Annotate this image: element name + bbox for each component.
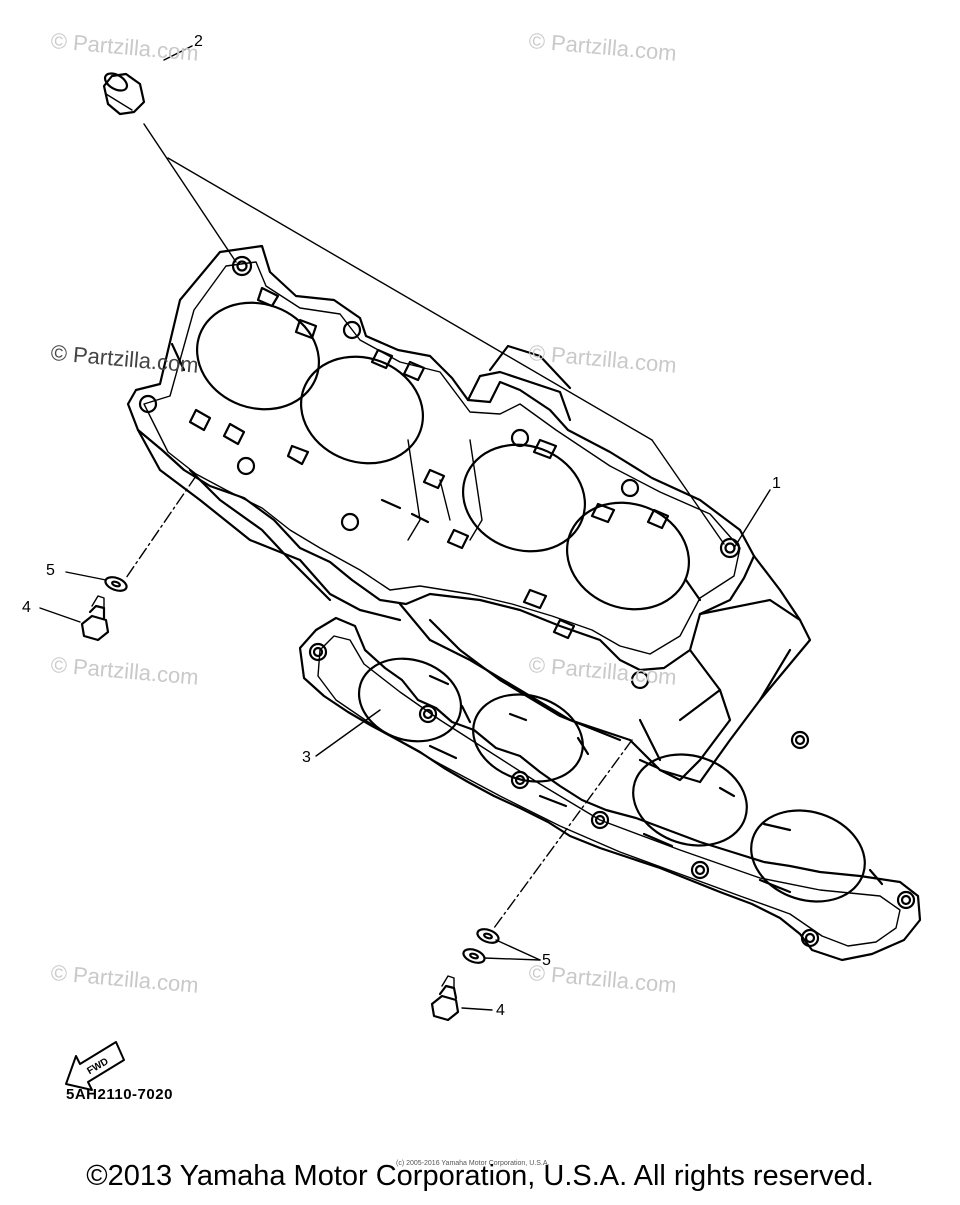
fwd-arrow-icon [65, 1041, 125, 1091]
leader-lines [39, 45, 771, 1011]
part-code: 5AH2110-7020 [66, 1086, 173, 1103]
callout-gasket: 3 [302, 749, 311, 766]
dowel-pin [102, 72, 146, 116]
callout-bolt-right: 4 [496, 1002, 505, 1019]
callout-bolt-left: 4 [22, 599, 31, 616]
callout-washer-right: 5 [542, 952, 551, 969]
cylinder-block [126, 244, 812, 784]
copyright-notice: ©2013 Yamaha Motor Corporation, U.S.A. A… [86, 1160, 874, 1192]
image-credit: (c) 2005-2016 Yamaha Motor Corporation, … [396, 1160, 550, 1167]
cylinder-gasket [298, 616, 922, 962]
washer-right-upper [476, 928, 500, 944]
bolt-right [430, 975, 460, 1022]
callout-cylinder: 1 [772, 475, 781, 492]
callout-dowel-pin: 2 [194, 33, 203, 50]
washer-right-lower [462, 948, 486, 964]
washer-left [104, 576, 128, 592]
callout-washer-left: 5 [46, 562, 55, 579]
bolt-left [80, 595, 110, 642]
